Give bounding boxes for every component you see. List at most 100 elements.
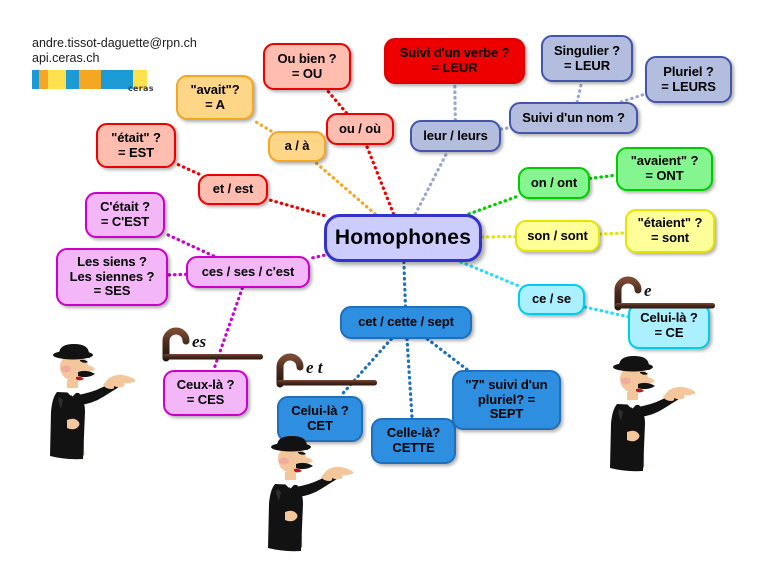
- logo-segment: [101, 70, 133, 89]
- node-label: leur / leurs: [423, 127, 488, 143]
- node-label: Homophones: [334, 226, 472, 250]
- edge-ce_se-to-celui_ce: [583, 305, 630, 319]
- edge-ou_ou-to-ou_bien: [325, 88, 349, 115]
- edge-suivi_nom-to-singulier: [575, 80, 584, 104]
- edge-ces_ses-to-cetait: [163, 231, 216, 258]
- contact-site: api.ceras.ch: [32, 51, 100, 65]
- node-les_siens[interactable]: Les siens ? Les siennes ? = SES: [56, 248, 168, 306]
- contact-block: andre.tissot-daguette@rpn.ch api.ceras.c…: [32, 36, 197, 66]
- node-avaient[interactable]: "avaient" ? = ONT: [616, 147, 713, 191]
- edge-et_est-to-etait: [174, 162, 201, 176]
- node-ces_ses[interactable]: ces / ses / c'est: [186, 256, 310, 288]
- node-sept[interactable]: "7" suivi d'un pluriel? = SEPT: [452, 370, 561, 430]
- node-label: son / sont: [527, 227, 588, 243]
- node-label: ces / ses / c'est: [201, 263, 295, 279]
- figure-center: [258, 432, 363, 554]
- pointing-man-icon: [50, 344, 136, 460]
- edge-cet_cette-to-celui_cet: [338, 337, 393, 398]
- node-label: "avaient" ? = ONT: [630, 153, 699, 183]
- node-etaient[interactable]: "étaient" ? = sont: [625, 209, 715, 253]
- node-label: Ou bien ? = OU: [277, 50, 337, 81]
- edge-central-to-cet_cette: [402, 260, 408, 308]
- contact-email: andre.tissot-daguette@rpn.ch: [32, 36, 197, 50]
- walking-cane-icon: [276, 353, 377, 388]
- node-label: Ceux-là ? = CES: [176, 377, 235, 407]
- node-label: Celui-là ? CET: [291, 403, 349, 433]
- cane-et-letter: e t: [306, 358, 323, 377]
- cane-es-icon: es: [148, 327, 266, 365]
- edge-suivi_nom-to-pluriel: [619, 92, 647, 104]
- node-label: Singulier ? = LEUR: [553, 42, 621, 73]
- pointing-man-icon: [610, 356, 696, 472]
- node-label: "étaient" ? = sont: [637, 215, 703, 245]
- node-ce_se[interactable]: ce / se: [518, 284, 585, 315]
- node-celui_ce[interactable]: Celui-là ? = CE: [628, 303, 710, 349]
- edge-ces_ses-to-les_siens: [166, 272, 188, 277]
- node-et_est[interactable]: et / est: [198, 174, 268, 205]
- node-suivi_verbe[interactable]: Suivi d'un verbe ? = LEUR: [384, 38, 525, 84]
- edge-on_ont-to-avaient: [588, 173, 618, 181]
- walking-cane-icon: [162, 327, 263, 362]
- node-celle_cette[interactable]: Celle-là? CETTE: [371, 418, 456, 464]
- node-label: on / ont: [530, 174, 578, 190]
- node-a_a[interactable]: a / à: [268, 131, 326, 162]
- node-label: ce / se: [531, 291, 572, 307]
- pointing-man-icon: [268, 436, 354, 552]
- node-ceux_la[interactable]: Ceux-là ? = CES: [163, 370, 248, 416]
- cane-es-letter: es: [192, 332, 207, 351]
- node-label: Suivi d'un nom ?: [522, 109, 625, 125]
- cane-et-icon: e t: [262, 353, 380, 391]
- node-cet_cette[interactable]: cet / cette / sept: [340, 306, 472, 339]
- node-leur_leurs[interactable]: leur / leurs: [410, 120, 501, 152]
- node-label: "avait"? = A: [190, 81, 240, 112]
- edge-cet_cette-to-sept: [425, 337, 470, 372]
- node-suivi_nom[interactable]: Suivi d'un nom ?: [509, 102, 638, 134]
- logo-segment: [133, 70, 147, 89]
- node-label: "7" suivi d'un pluriel? = SEPT: [465, 377, 548, 422]
- central-node-homophones[interactable]: Homophones: [324, 214, 482, 262]
- node-label: C'était ? = C'EST: [100, 199, 150, 229]
- logo-segment: [39, 70, 48, 89]
- node-label: cet / cette / sept: [358, 314, 454, 330]
- edge-central-to-leur_leurs: [413, 150, 449, 216]
- ceras-logo-icon: [32, 70, 172, 89]
- node-on_ont[interactable]: on / ont: [518, 167, 590, 199]
- node-ou_ou[interactable]: ou / où: [326, 113, 394, 145]
- node-celui_cet[interactable]: Celui-là ? CET: [277, 396, 363, 442]
- node-label: Celle-là? CETTE: [386, 425, 441, 455]
- edge-central-to-a_a: [313, 160, 377, 216]
- edge-central-to-on_ont: [467, 194, 520, 216]
- edge-leur_leurs-to-suivi_nom: [499, 126, 511, 131]
- node-label: Celui-là ? = CE: [640, 310, 698, 340]
- node-singulier[interactable]: Singulier ? = LEUR: [541, 35, 633, 82]
- logo-segment: [79, 70, 101, 89]
- edge-son_sont-to-etaient: [598, 231, 627, 236]
- node-label: Les siens ? Les siennes ? = SES: [69, 254, 155, 299]
- node-label: ou / où: [339, 120, 381, 136]
- node-avait[interactable]: "avait"? = A: [176, 75, 254, 120]
- ceras-logo-wordmark: ceras: [128, 84, 154, 93]
- figure-left: [40, 340, 145, 462]
- edge-central-to-ce_se: [459, 260, 520, 288]
- node-son_sont[interactable]: son / sont: [515, 220, 600, 252]
- cane-e-letter: e: [644, 281, 652, 300]
- node-pluriel[interactable]: Pluriel ? = LEURS: [645, 56, 732, 103]
- node-etait[interactable]: "était" ? = EST: [96, 123, 176, 168]
- node-label: et / est: [212, 181, 254, 197]
- edge-ces_ses-to-ceux_la: [211, 286, 244, 372]
- edge-central-to-et_est: [266, 197, 326, 218]
- logo-segment: [48, 70, 66, 89]
- node-label: a / à: [284, 138, 310, 154]
- node-label: Pluriel ? = LEURS: [661, 63, 716, 94]
- edge-central-to-ou_ou: [364, 143, 396, 216]
- logo-segment: [66, 70, 79, 89]
- node-cetait[interactable]: C'était ? = C'EST: [85, 192, 165, 238]
- node-ou_bien[interactable]: Ou bien ? = OU: [263, 43, 351, 90]
- logo-segment: [32, 70, 39, 89]
- node-label: Suivi d'un verbe ? = LEUR: [399, 45, 510, 75]
- edge-cet_cette-to-celle_cette: [405, 337, 414, 420]
- figure-right: [600, 352, 705, 474]
- edge-central-to-ces_ses: [308, 253, 326, 260]
- edge-a_a-to-avait: [251, 118, 273, 133]
